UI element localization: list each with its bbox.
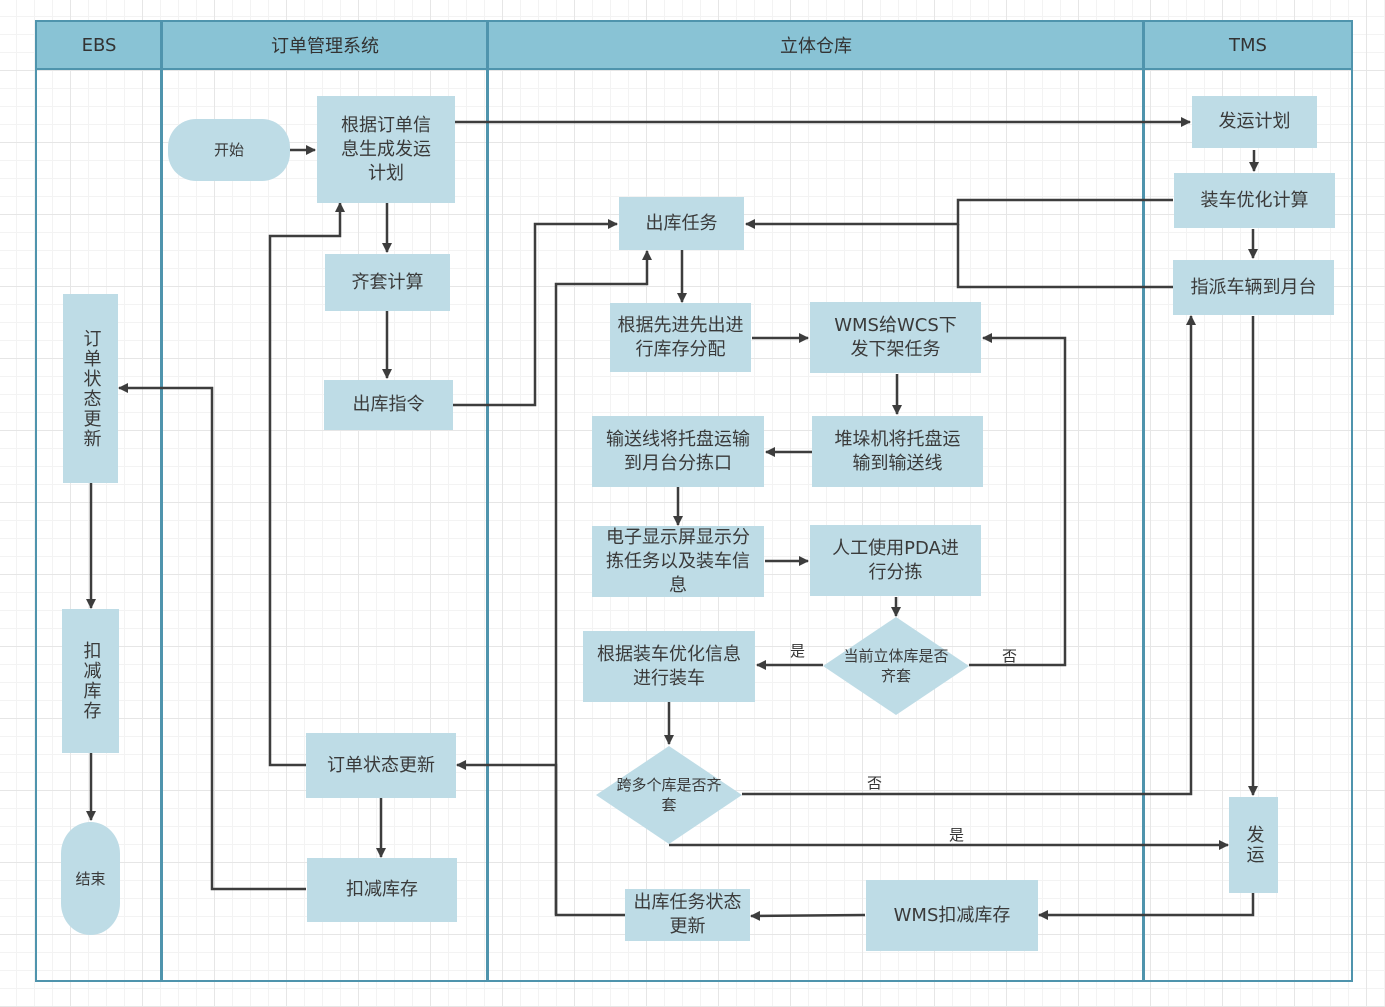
node-label: 当前立体库是否齐套 [843, 647, 949, 685]
edge-label-kit-no: 否 [1002, 647, 1018, 665]
lane-title: 订单管理系统 [271, 36, 379, 57]
task-status-update-node[interactable]: 出库任务状态更新 [625, 889, 750, 941]
ship-plan-node[interactable]: 发运计划 [1192, 96, 1317, 148]
outbound-task-node[interactable]: 出库任务 [619, 197, 744, 250]
node-label: 出库任务状态更新 [633, 892, 742, 937]
fifo-allocation-node[interactable]: 根据先进先出进行库存分配 [610, 303, 751, 372]
wms-wcs-task-node[interactable]: WMS给WCS下发下架任务 [810, 302, 981, 373]
node-label: 根据订单信息生成发运计划 [341, 114, 431, 184]
lane-header-tms: TMS [1143, 20, 1353, 70]
node-label: 扣减库存 [346, 879, 418, 900]
start-node[interactable]: 开始 [168, 119, 290, 181]
node-label: 开始 [213, 141, 244, 159]
generate-ship-plan-node[interactable]: 根据订单信息生成发运计划 [317, 96, 455, 203]
ebs-order-status-update-node[interactable]: 订单状态更新 [63, 294, 118, 483]
node-label: 根据先进先出进行库存分配 [617, 314, 744, 360]
node-label: 发运计划 [1218, 111, 1291, 132]
dispatch-vehicle-node[interactable]: 指派车辆到月台 [1173, 260, 1334, 315]
node-label: 出库指令 [352, 394, 425, 415]
node-label: 人工使用PDA进行分拣 [832, 537, 959, 583]
edge-label-multi-yes: 是 [949, 826, 965, 844]
node-label: 扣减库存 [80, 641, 102, 721]
edge-label-kit-yes: 是 [790, 642, 806, 660]
lane-header-ebs: EBS [35, 20, 163, 70]
node-label: 齐套计算 [351, 271, 424, 293]
oms-order-status-update-node[interactable]: 订单状态更新 [306, 733, 456, 798]
lane-divider [160, 20, 163, 982]
lane-divider [1142, 20, 1145, 982]
node-label: 电子显示屏显示分拣任务以及装车信息 [606, 526, 750, 596]
node-label: 发运 [1243, 825, 1265, 865]
lane-header-asrs: 立体仓库 [487, 20, 1145, 70]
ebs-deduct-inventory-node[interactable]: 扣减库存 [62, 609, 119, 753]
display-screen-node[interactable]: 电子显示屏显示分拣任务以及装车信息 [592, 526, 764, 597]
diamond-shape [596, 746, 742, 844]
lane-header-oms: 订单管理系统 [161, 20, 489, 70]
conveyor-transport-node[interactable]: 输送线将托盘运输到月台分拣口 [592, 416, 764, 487]
node-label: 根据装车优化信息进行装车 [597, 643, 741, 689]
node-label: 装车优化计算 [1200, 189, 1309, 211]
node-label: 跨多个库是否齐套 [616, 776, 722, 814]
loading-node[interactable]: 根据装车优化信息进行装车 [583, 631, 755, 702]
edge-label-multi-no: 否 [867, 774, 883, 792]
node-label: 指派车辆到月台 [1190, 276, 1317, 298]
outbound-command-node[interactable]: 出库指令 [324, 380, 453, 430]
multi-warehouse-kit-check-decision[interactable]: 跨多个库是否齐套 [596, 746, 742, 844]
node-label: 订单状态更新 [80, 328, 102, 449]
lane-title: TMS [1229, 34, 1267, 56]
node-label: WMS扣减库存 [893, 904, 1011, 926]
node-label: 出库任务 [645, 212, 718, 234]
node-label: 订单状态更新 [327, 754, 435, 776]
diamond-shape [823, 617, 969, 715]
kit-calculation-node[interactable]: 齐套计算 [325, 254, 450, 311]
wms-deduct-inventory-node[interactable]: WMS扣减库存 [866, 880, 1038, 951]
node-label: 结束 [75, 869, 106, 888]
end-node[interactable]: 结束 [61, 822, 120, 935]
node-label: 输送线将托盘运输到月台分拣口 [606, 428, 750, 474]
node-label: 堆垛机将托盘运输到输送线 [834, 428, 961, 474]
oms-deduct-inventory-node[interactable]: 扣减库存 [307, 858, 457, 922]
pda-sorting-node[interactable]: 人工使用PDA进行分拣 [810, 525, 981, 596]
node-label: WMS给WCS下发下架任务 [834, 314, 957, 360]
lane-title: EBS [81, 34, 117, 56]
ship-node[interactable]: 发运 [1229, 797, 1278, 893]
lane-divider [486, 20, 489, 982]
lane-title: 立体仓库 [780, 36, 852, 57]
stacker-transport-node[interactable]: 堆垛机将托盘运输到输送线 [812, 416, 983, 487]
asrs-kit-check-decision[interactable]: 当前立体库是否齐套 [823, 617, 969, 715]
load-optimization-node[interactable]: 装车优化计算 [1174, 173, 1335, 228]
